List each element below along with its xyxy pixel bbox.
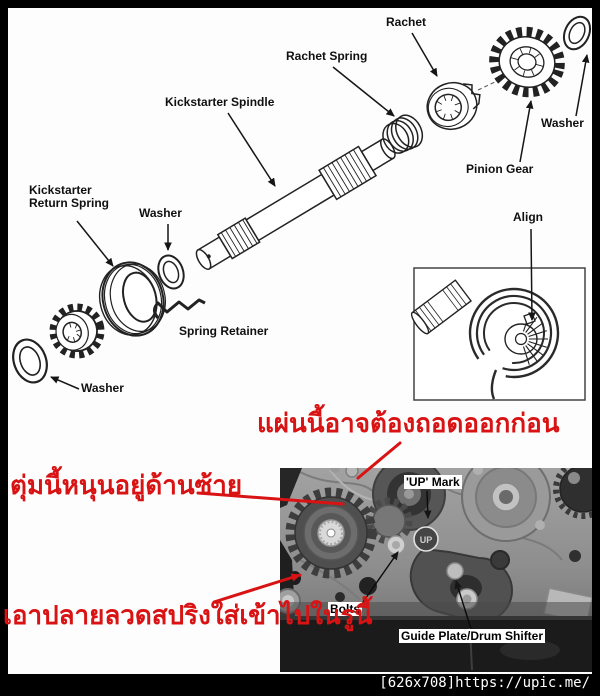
label-align: Align [513,210,543,224]
alignment-dashed-line [477,80,498,91]
pinion-gear-drawing [489,26,565,98]
rachet-drawing [426,82,481,130]
label-rachet-spring: Rachet Spring [286,49,368,63]
label-kickstarter-spindle: Kickstarter Spindle [165,95,275,109]
label-pinion-gear: Pinion Gear [466,162,534,176]
up-engraving-text: UP [420,535,433,545]
washer-top-right-drawing [562,15,592,51]
red-arrow-bottom [212,573,302,604]
align-inset-box [410,267,586,401]
washer-bottom-left-drawing [12,338,48,384]
red-line-top [356,441,402,480]
arrow-rachet-spring [332,66,395,117]
label-arrows [50,32,590,390]
arrow-up-mark [423,490,432,519]
label-bolts: Bolts [328,602,362,616]
label-return-spring-line2: Return Spring [29,195,109,210]
arrow-kickstarter-spindle [227,112,276,187]
label-return-spring-line1: Kickstarter [29,183,92,197]
label-guide-plate: Guide Plate/Drum Shifter [399,629,546,643]
label-kickstarter-return-spring: Kickstarter Return Spring [29,184,109,209]
watermark-text: [626x708]https://upic.me/ [379,675,590,691]
arrow-washer-bottom-left [50,376,80,390]
red-annotation-lines [196,441,402,604]
label-rachet: Rachet [386,15,427,29]
rachet-spring-drawing [382,114,424,154]
thai-note-spring-end-hole: เอาปลายลวดสปริงใส่เข้าไปในรูนี้ [3,600,373,630]
up-mark-circle [413,526,439,552]
thai-note-remove-plate: แผ่นนี้อาจต้องถอดออกก่อน [257,408,560,438]
label-washer-bottom-left: Washer [81,381,124,395]
thai-note-knob-left-side: ตุ่มนี้หนุนอยู่ด้านซ้าย [10,470,243,500]
arrow-align [528,228,536,321]
arrow-return-spring [76,220,114,267]
red-line-left [196,491,345,506]
label-washer-middle: Washer [139,206,182,220]
label-up-mark: 'UP' Mark [404,475,462,489]
arrow-rachet [411,32,438,77]
return-spring-drawing [98,261,166,337]
arrow-washer-top-right [575,54,590,117]
photo-label-arrows [362,490,472,630]
kickstarter-spindle-drawing [195,138,396,270]
arrow-pinion-gear [519,100,534,163]
arrow-guide-plate [454,580,472,630]
spring-retainer-drawing [153,298,206,319]
ratchet-collar-drawing [49,303,105,359]
label-washer-top-right: Washer [541,116,584,130]
label-spring-retainer: Spring Retainer [179,324,269,338]
arrow-bolts [362,551,399,603]
washer-middle-drawing [157,254,185,290]
